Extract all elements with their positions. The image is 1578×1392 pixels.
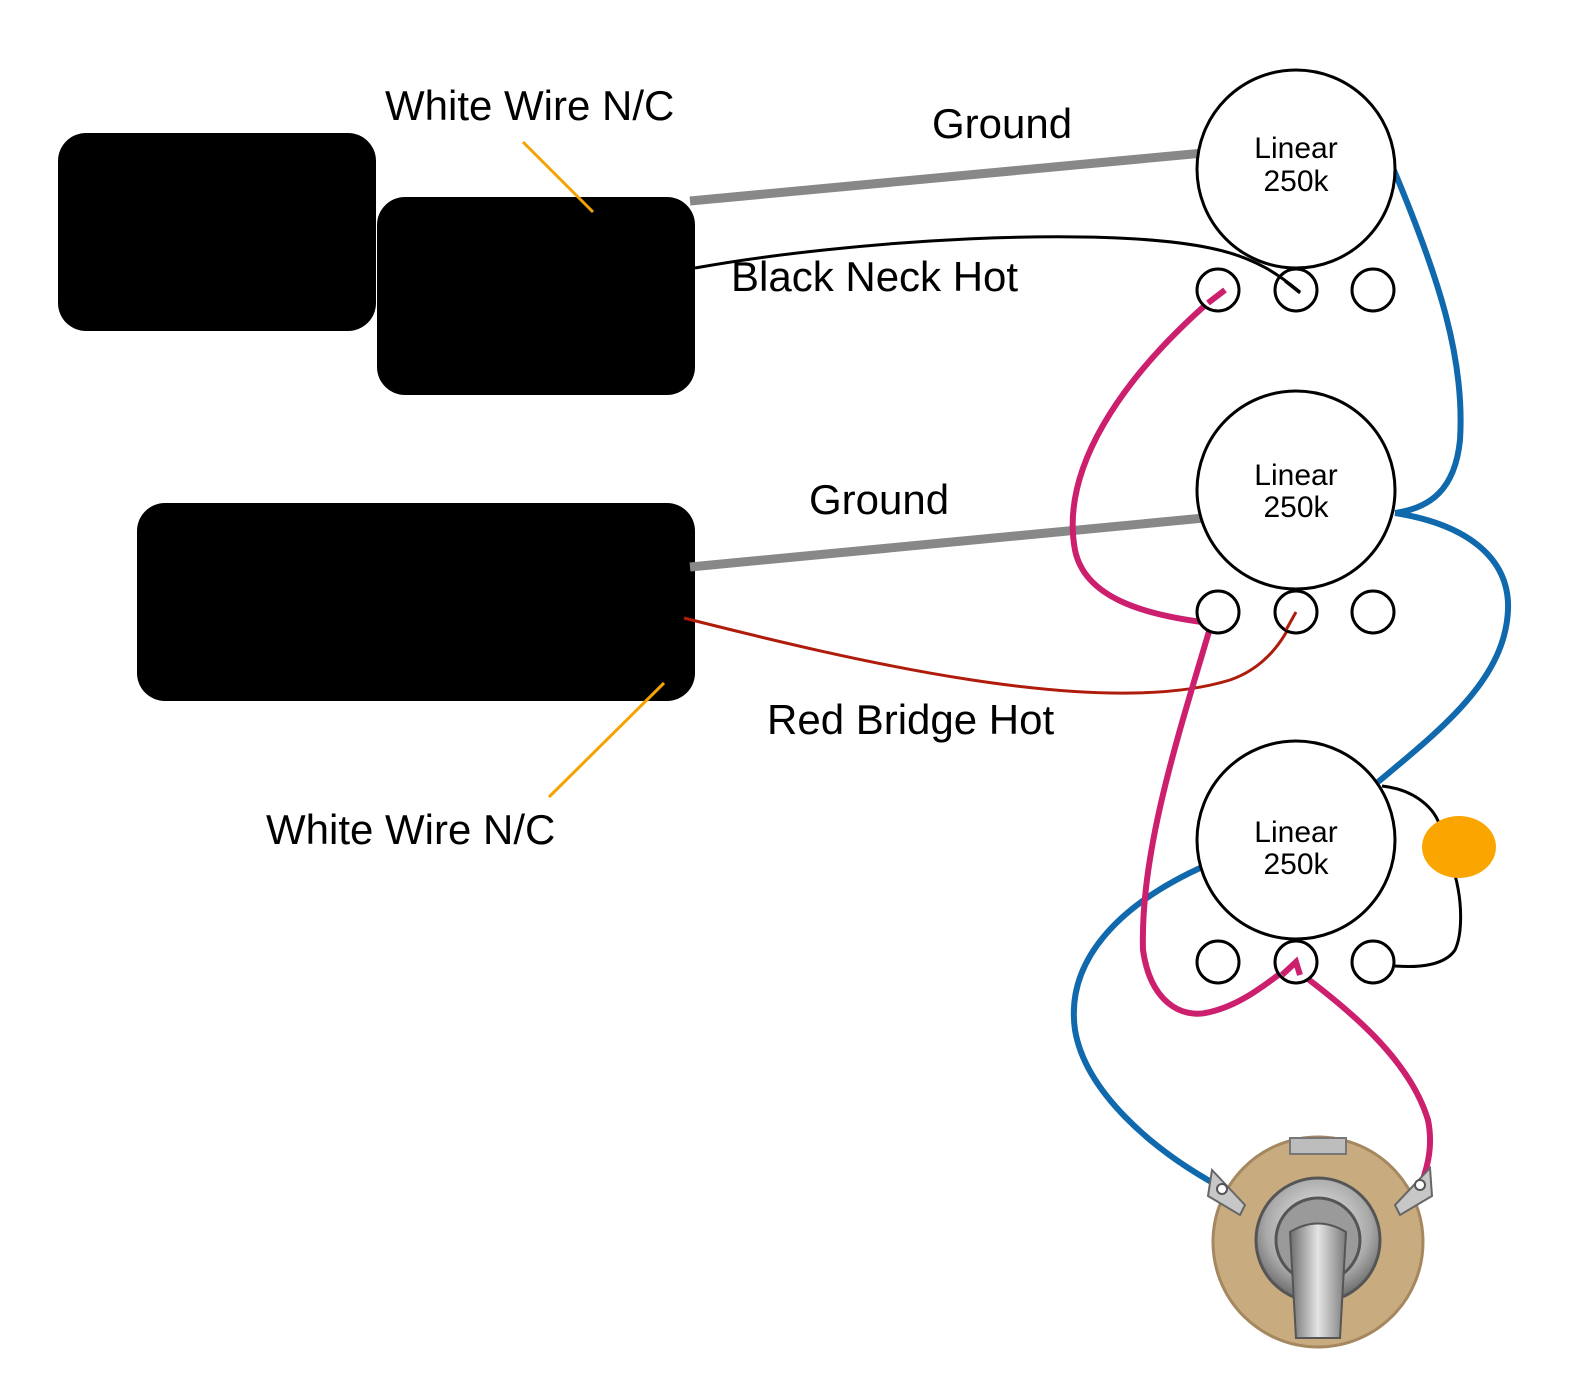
jack-plate-notch: [1289, 1137, 1347, 1155]
pot-label-line2: 250k: [1263, 848, 1329, 881]
pot-label-line1: Linear: [1254, 459, 1337, 492]
red-bridge-hot-wire: [683, 611, 1298, 695]
neck-pickup-back: [58, 133, 376, 331]
pot-lug: [1350, 939, 1396, 985]
pot-lug: [1195, 267, 1241, 313]
blue-wire-pot3-jack: [1070, 865, 1228, 1193]
black-neck-hot-wire: [694, 235, 1301, 294]
white-wire-leader-top: [521, 140, 595, 214]
neck-pickup-front: [377, 197, 695, 395]
pot-2: Linear 250k: [1195, 389, 1397, 635]
jack-sleeve-contact: [1288, 1222, 1348, 1339]
pot-label-line1: Linear: [1254, 132, 1337, 165]
jack-tip-lug-hole: [1216, 1183, 1228, 1195]
pot-body: [1195, 739, 1397, 941]
pot-body: [1195, 389, 1397, 591]
pink-wire-pot2-pot3: [1139, 627, 1287, 1017]
pot-label-line2: 250k: [1263, 491, 1329, 524]
black-neck-hot-label: Black Neck Hot: [731, 253, 1018, 300]
blue-wire-pot1-pot2: [1390, 166, 1464, 516]
blue-wire-pot2-pot3: [1376, 510, 1512, 785]
pink-wire-end-pot1: [1206, 287, 1227, 306]
white-wire-label-top: White Wire N/C: [385, 82, 674, 129]
white-wire-label-bottom: White Wire N/C: [266, 806, 555, 853]
output-jack: [1206, 1135, 1434, 1349]
pot-1: Linear 250k: [1195, 68, 1397, 313]
ground-wire-top: [689, 146, 1226, 206]
neck-hot-wire-end: [1284, 279, 1301, 295]
pot-label-line1: Linear: [1254, 816, 1337, 849]
capacitor: [1422, 816, 1496, 878]
pink-wire-pot3-jack: [1294, 967, 1433, 1183]
ground-label-middle: Ground: [809, 476, 949, 523]
ground-label-top: Ground: [932, 100, 1072, 147]
pot-3: Linear 250k: [1195, 739, 1397, 985]
jack-sleeve-lug-hole: [1414, 1179, 1426, 1191]
pink-wire-end-pot3: [1279, 956, 1303, 978]
pot-label-line2: 250k: [1263, 165, 1329, 198]
red-bridge-hot-label: Red Bridge Hot: [767, 696, 1054, 743]
pot-lug: [1350, 267, 1396, 313]
white-wire-leader-bottom: [547, 681, 666, 799]
pot-lug: [1273, 267, 1319, 313]
pot-lug: [1350, 589, 1396, 635]
bridge-pickup: [137, 503, 695, 701]
pot-lug: [1195, 589, 1241, 635]
pink-wire-pot1-pot2: [1069, 298, 1212, 625]
pot-lug: [1195, 939, 1241, 985]
ground-wire-middle: [689, 511, 1226, 572]
bridge-hot-wire-end: [1284, 611, 1298, 631]
